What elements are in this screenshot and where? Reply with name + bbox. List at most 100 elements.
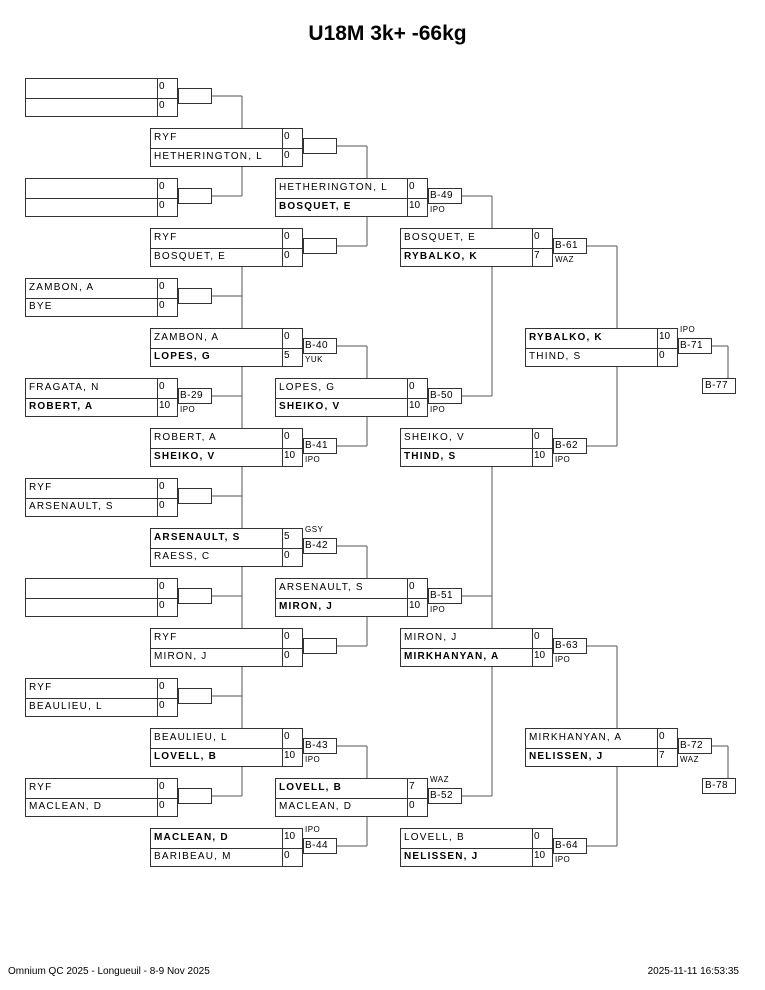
competitor-row[interactable]: 0	[26, 598, 177, 616]
match-result-code: IPO	[555, 655, 571, 664]
competitor-score: 0	[157, 579, 179, 598]
match-number-empty	[178, 288, 212, 304]
competitor-name: RYBALKO, K	[529, 332, 603, 343]
competitor-name: FRAGATA, N	[29, 382, 100, 393]
competitor-row[interactable]: 0	[26, 198, 177, 216]
competitor-row[interactable]: 0	[26, 98, 177, 116]
match-result-code: IPO	[430, 405, 446, 414]
competitor-row[interactable]: 0	[26, 179, 177, 199]
competitor-name: RAESS, C	[154, 551, 211, 562]
competitor-name: MIRON, J	[279, 601, 334, 612]
competitor-name: RYF	[29, 482, 53, 493]
match-number: B-72	[678, 738, 712, 754]
competitor-name: MACLEAN, D	[279, 801, 353, 812]
competitor-score: 10	[532, 848, 554, 866]
competitor-name: HETHERINGTON, L	[279, 182, 388, 193]
competitor-score: 10	[532, 448, 554, 466]
competitor-name: ROBERT, A	[154, 432, 217, 443]
match-result-code: IPO	[305, 755, 321, 764]
competitor-row[interactable]: 0	[26, 579, 177, 599]
competitor-score: 0	[157, 79, 179, 98]
competitor-name: ROBERT, A	[29, 401, 94, 412]
match-number-empty	[178, 588, 212, 604]
competitor-name: RYF	[29, 682, 53, 693]
competitor-name: HETHERINGTON, L	[154, 151, 263, 162]
next-match-ref: B-78	[702, 778, 736, 794]
competitor-row[interactable]: 0	[26, 79, 177, 99]
